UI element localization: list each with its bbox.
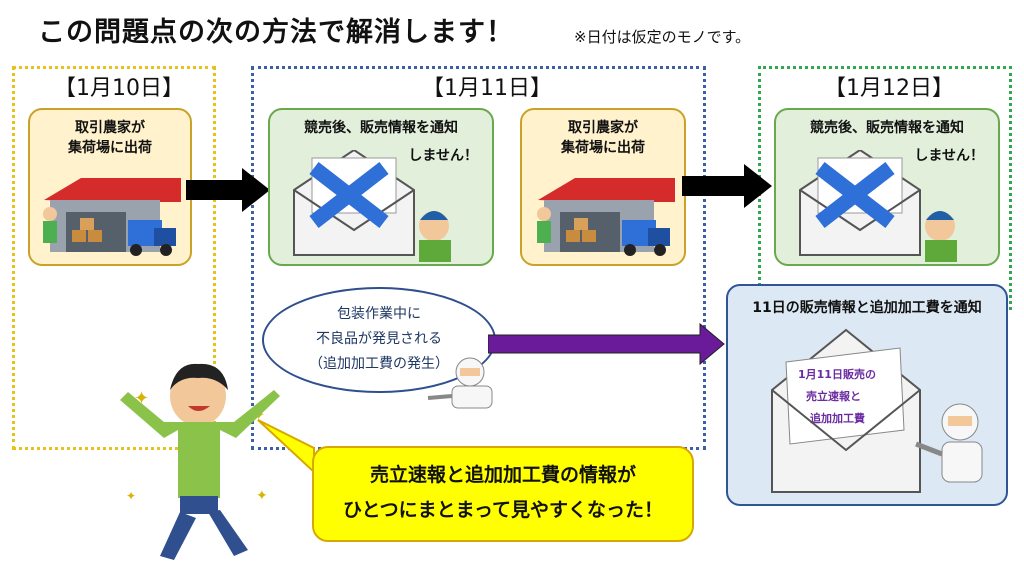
paper-line2: 売立速報と [806, 389, 861, 403]
notice-box-jan12-line2: しません！ [914, 148, 984, 164]
date-label-jan12: 【1月12日】 [822, 70, 956, 102]
callout-line1: 売立速報と追加加工費の情報が [369, 464, 636, 486]
shipping-box-jan11-line1: 取引農家が [568, 120, 638, 136]
shipping-box-jan10-line2: 集荷場に出荷 [68, 140, 152, 156]
arrow-right-1 [186, 168, 270, 212]
date-label-jan10: 【1月10日】 [52, 70, 186, 102]
warehouse-illustration-2 [537, 178, 675, 256]
worker-illustration [427, 357, 493, 409]
notice-box-jan11-line1: 競売後、販売情報を通知 [304, 120, 458, 136]
crossed-envelope-illustration-2 [799, 150, 957, 262]
svg-text:✦: ✦ [256, 488, 268, 504]
result-callout [312, 446, 694, 542]
frame-jan10 [12, 66, 216, 450]
combined-envelope-illustration: 1月11日販売の 売立速報と 追加加工費 [771, 328, 983, 493]
svg-text:✦: ✦ [126, 489, 136, 503]
shipping-box-jan10-line1: 取引農家が [75, 120, 145, 136]
defect-line1: 包装作業中に [337, 306, 421, 322]
notice-box-jan11-line2: しません！ [408, 148, 478, 164]
defect-line3: （追加加工費の発生） [309, 356, 449, 372]
combined-notice-title: 11日の販売情報と追加加工費を通知 [752, 300, 982, 316]
shipping-box-jan11-line2: 集荷場に出荷 [561, 140, 645, 156]
date-label-jan11: 【1月11日】 [420, 70, 554, 102]
warehouse-illustration [43, 178, 181, 256]
crossed-envelope-illustration [293, 150, 451, 262]
result-callout-text: 売立速報と追加加工費の情報が ひとつにまとまって見やすくなった！ [312, 458, 694, 528]
arrow-right-purple [488, 322, 725, 366]
date-note: ※日付は仮定のモノです。 [574, 28, 751, 46]
happy-person-illustration: ✦ ✦ ✦ ✦ [120, 363, 280, 560]
paper-line1: 1月11日販売の [798, 367, 876, 381]
page-title: この問題点の次の方法で解消します！ [38, 17, 514, 48]
arrow-right-2 [682, 164, 772, 208]
defect-ellipse-text: 包装作業中に 不良品が発見される （追加加工費の発生） [262, 302, 496, 377]
callout-line2: ひとつにまとまって見やすくなった！ [343, 499, 663, 521]
paper-line3: 追加加工費 [810, 411, 865, 425]
defect-line2: 不良品が発見される [316, 331, 442, 347]
notice-box-jan12-line1: 競売後、販売情報を通知 [810, 120, 964, 136]
